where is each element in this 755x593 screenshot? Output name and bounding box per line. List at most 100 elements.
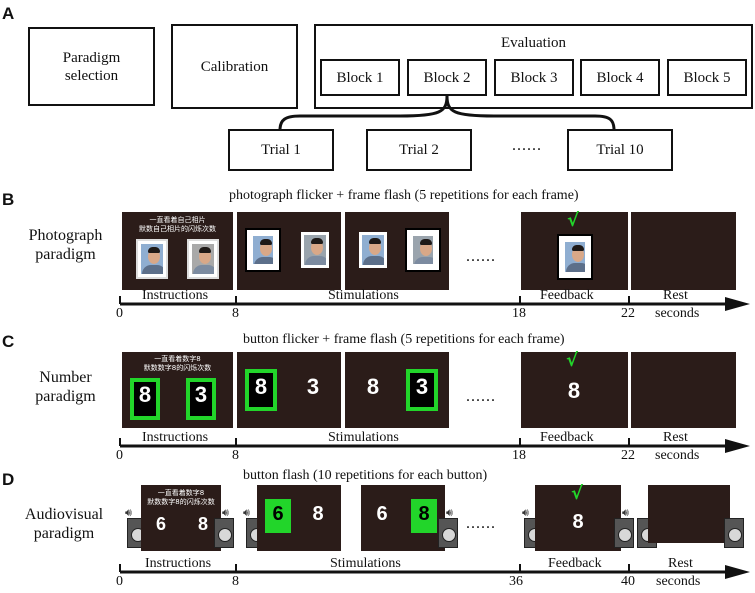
feedback-digit: 8: [572, 511, 584, 533]
panel-label-c: C: [2, 332, 15, 351]
number-stimulation-screen-1: 8 3: [237, 352, 341, 428]
digit-8: 8: [312, 503, 324, 525]
check-icon: √: [571, 483, 584, 504]
photograph-ellipsis: ......: [466, 248, 496, 265]
phase-label-instructions: Instructions: [142, 430, 209, 445]
number-stimulation-screen-2: 8 3: [345, 352, 449, 428]
panel-label-d: D: [2, 470, 15, 489]
digit-8-flashed: 8: [418, 503, 430, 525]
photograph-feedback-screen: √: [521, 210, 628, 290]
digit-6: 6: [376, 503, 388, 525]
audiovisual-paradigm-title: Audiovisual paradigm: [12, 505, 116, 543]
row-title-line: Audiovisual: [24, 506, 104, 523]
digit-6-flashed: 6: [272, 503, 284, 525]
phase-label-rest: Rest: [663, 288, 688, 303]
right-speaker: [724, 518, 744, 548]
photograph-paradigm-title: Photograph paradigm: [18, 226, 113, 264]
digit-frame-highlight: [245, 369, 277, 411]
digit-button-frame: [186, 378, 216, 420]
audiovisual-ellipsis: ......: [466, 515, 496, 532]
audiovisual-rest-screen: [648, 485, 730, 543]
paradigm-selection-box: Paradigm selection: [28, 27, 155, 106]
block-3-box: Block 3: [494, 59, 574, 96]
right-speaker: [614, 518, 634, 548]
check-icon: √: [567, 210, 580, 231]
photograph-caption: photograph flicker + frame flash (5 repe…: [229, 188, 579, 203]
digit-button-frame: [130, 378, 160, 420]
paradigm-selection-label: Paradigm selection: [62, 49, 121, 84]
block-4-box: Block 4: [580, 59, 660, 96]
block-label: Block 2: [423, 69, 471, 86]
panel-label-b: B: [2, 190, 15, 209]
block-1-box: Block 1: [320, 59, 400, 96]
number-ellipsis: ......: [466, 388, 496, 405]
number-caption: button flicker + frame flash (5 repetiti…: [243, 332, 565, 347]
phase-label-rest: Rest: [663, 430, 688, 445]
phase-label-instructions: Instructions: [142, 288, 209, 303]
tick-label: 22: [621, 306, 635, 321]
row-title-line: paradigm: [35, 246, 96, 263]
block-label: Block 3: [510, 69, 558, 86]
speaker-sound-icon: 🔊︎: [446, 506, 453, 519]
photograph-rest-screen: [631, 212, 736, 290]
phase-label-stimulations: Stimulations: [328, 288, 399, 303]
digit-8: 8: [138, 382, 152, 407]
tick-label: 36: [509, 574, 523, 589]
trial-label: Trial 2: [399, 142, 439, 158]
calibration-label: Calibration: [200, 58, 269, 75]
phase-label-instructions: Instructions: [145, 556, 212, 571]
tick-label: 18: [512, 306, 526, 321]
phase-label-feedback: Feedback: [540, 430, 594, 445]
row-title-line: paradigm: [35, 388, 96, 405]
number-instructions-screen: 一直看着数字8 默数数字8的闪烁次数 8 3: [122, 352, 233, 428]
digit-3: 3: [306, 374, 320, 399]
tick-label: 8: [232, 448, 239, 463]
flash-highlight: [265, 499, 291, 533]
row-title-line: Photograph: [28, 227, 103, 244]
photograph-timeline-axis: [119, 296, 750, 311]
instruction-text: 一直看着数字8: [154, 355, 201, 363]
audiovisual-stimulation-screen-2: 6 8: [361, 485, 445, 551]
instruction-text: 一直看着自己相片: [149, 216, 206, 224]
trial-2-box: Trial 2: [366, 129, 472, 171]
audiovisual-feedback-screen: √ 8: [535, 483, 621, 551]
tick-label: 40: [621, 574, 635, 589]
number-timeline-axis: [119, 438, 750, 453]
tick-label: 0: [116, 574, 123, 589]
block-to-trials-brace: [278, 95, 616, 131]
phase-label-feedback: Feedback: [548, 556, 602, 571]
flash-highlight: [411, 499, 437, 533]
audiovisual-stimulation-screen-1: 6 8: [257, 485, 341, 551]
speaker-sound-icon: 🔊︎: [522, 506, 529, 519]
right-speaker: [438, 518, 458, 548]
instruction-text: 默数数字8的闪烁次数: [143, 364, 212, 372]
speaker-sound-icon: 🔊︎: [622, 506, 629, 519]
axis-unit-label: seconds: [655, 448, 700, 463]
tick-label: 0: [116, 448, 123, 463]
tick-label: 0: [116, 306, 123, 321]
block-5-box: Block 5: [667, 59, 747, 96]
check-icon: √: [566, 350, 579, 371]
block-label: Block 4: [596, 69, 644, 86]
tick-label: 8: [232, 306, 239, 321]
trial-1-box: Trial 1: [228, 129, 334, 171]
photograph-instructions-screen: 一直看着自己相片 默数自己相片的闪烁次数: [122, 212, 233, 290]
speaker-sound-icon: 🔊︎: [125, 506, 132, 519]
digit-frame-highlight: [406, 369, 438, 411]
digit-8: 8: [366, 374, 380, 399]
digit-3: 3: [415, 374, 429, 399]
photograph-stimulation-screen-2: [345, 212, 449, 290]
trial-10-box: Trial 10: [567, 129, 673, 171]
speaker-sound-icon: 🔊︎: [243, 506, 250, 519]
right-speaker: [214, 518, 234, 548]
block-label: Block 5: [683, 69, 731, 86]
row-title-line: Number: [39, 369, 92, 386]
tick-label: 22: [621, 448, 635, 463]
phase-label-feedback: Feedback: [540, 288, 594, 303]
panel-label-a: A: [2, 4, 15, 23]
trial-label: Trial 1: [261, 142, 301, 158]
phase-label-rest: Rest: [668, 556, 693, 571]
audiovisual-timeline-axis: [119, 564, 750, 579]
instruction-text: 默数自己相片的闪烁次数: [139, 225, 216, 233]
axis-unit-label: seconds: [656, 574, 701, 589]
